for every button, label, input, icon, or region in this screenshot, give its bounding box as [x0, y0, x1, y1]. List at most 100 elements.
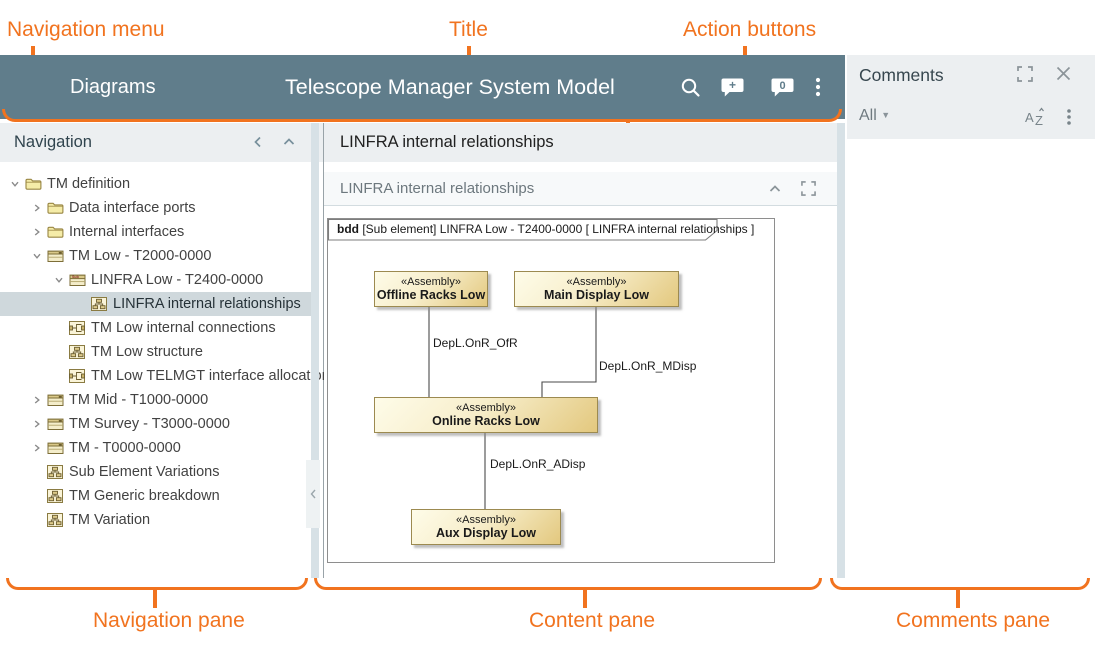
tree-item-label: TM Mid - T1000-0000: [69, 392, 209, 408]
collapse-card-button[interactable]: [767, 181, 783, 197]
annotation-action-buttons: Action buttons: [683, 18, 817, 41]
tree-item[interactable]: Sub Element Variations: [0, 460, 311, 484]
diagram-card-header[interactable]: LINFRA internal relationships: [324, 172, 837, 206]
comments-filter-value: All: [859, 107, 877, 124]
annotation-comments-pane: Comments pane: [896, 609, 1051, 632]
comment-count-badge: 0: [779, 80, 785, 92]
folder-icon: [46, 225, 64, 239]
ibd-icon: [68, 369, 86, 383]
close-icon: [1056, 66, 1071, 81]
tree-item[interactable]: LINFRA internal relationships: [0, 292, 311, 316]
tree-item[interactable]: Data interface ports: [0, 196, 311, 220]
annotation-bracket-content-pane: [314, 578, 822, 590]
fullscreen-icon: [1017, 66, 1033, 82]
annotation-title: Title: [449, 18, 488, 41]
tree-item[interactable]: TM Generic breakdown: [0, 484, 311, 508]
annotation-stem: [956, 590, 960, 608]
tree-item[interactable]: TM Low internal connections: [0, 316, 311, 340]
tree-item[interactable]: TM Mid - T1000-0000: [0, 388, 311, 412]
node-stereotype: «Assembly»: [456, 402, 516, 414]
content-title-strip: LINFRA internal relationships: [324, 123, 837, 162]
comment-count-button[interactable]: 0: [770, 55, 795, 119]
tree-item-label: TM Generic breakdown: [69, 488, 220, 504]
tree-item[interactable]: TM Low TELMGT interface allocations: [0, 364, 337, 388]
comments-pane: Comments All ▼ A Z: [847, 55, 1095, 578]
tree-item-label: TM Low structure: [91, 344, 203, 360]
annotation-navigation-menu: Navigation menu: [7, 18, 165, 41]
content-scrollbar[interactable]: [837, 123, 845, 578]
more-options-button[interactable]: [811, 55, 825, 119]
diagram-node[interactable]: «Assembly»Main Display Low: [514, 271, 679, 307]
tree-item-label: TM Low - T2000-0000: [69, 248, 212, 264]
comments-filter-dropdown[interactable]: All ▼: [859, 107, 890, 125]
diagram-edges: [328, 219, 718, 509]
bdd-icon: [90, 297, 108, 311]
pane-resize-handle[interactable]: [306, 460, 320, 528]
search-icon: [681, 78, 700, 97]
edge-label: DepL.OnR_ADisp: [490, 457, 586, 471]
bdd-icon: [46, 513, 64, 527]
comment-count-icon: 0: [771, 78, 794, 96]
tree-expand-chevron[interactable]: [28, 442, 46, 454]
tree-item[interactable]: Internal interfaces: [0, 220, 311, 244]
tree-item-label: TM - T0000-0000: [69, 440, 181, 456]
tree-item[interactable]: TM - T0000-0000: [0, 436, 311, 460]
fullscreen-icon: [801, 181, 816, 196]
ibd-icon: [68, 321, 86, 335]
tree-expand-chevron[interactable]: [28, 226, 46, 238]
tree-expand-chevron[interactable]: [50, 274, 68, 286]
annotation-content-pane: Content pane: [529, 609, 656, 632]
folder-icon: [46, 201, 64, 215]
block-icon: [46, 393, 64, 407]
svg-text:A: A: [1025, 110, 1034, 125]
tree-item[interactable]: TM definition: [0, 172, 311, 196]
tree-item-label: Sub Element Variations: [69, 464, 220, 480]
subblock-icon: Sub: [68, 273, 86, 287]
comments-pane-header: Comments All ▼ A Z: [847, 55, 1095, 139]
tree-item[interactable]: TM Variation: [0, 508, 311, 532]
node-name: Aux Display Low: [435, 526, 537, 540]
node-stereotype: «Assembly»: [566, 276, 627, 288]
tree-expand-chevron[interactable]: [28, 250, 46, 262]
chevron-right-icon: [34, 228, 40, 236]
diagram-node[interactable]: «Assembly»Aux Display Low: [411, 509, 561, 545]
collapse-pane-button[interactable]: [250, 134, 266, 155]
diagram-node[interactable]: «Assembly»Offline Racks Low: [374, 271, 488, 307]
tree-item-label: Data interface ports: [69, 200, 196, 216]
diagram-node[interactable]: «Assembly»Online Racks Low: [374, 397, 598, 433]
tree-expand-chevron[interactable]: [28, 418, 46, 430]
node-name: Main Display Low: [544, 288, 649, 302]
tree-item[interactable]: TM Low - T2000-0000: [0, 244, 311, 268]
collapse-tree-button[interactable]: [281, 134, 297, 155]
tree-item-label: TM Low internal connections: [91, 320, 276, 336]
chevron-down-icon: [33, 253, 41, 259]
chevron-left-icon: [310, 489, 316, 499]
tree-expand-chevron[interactable]: [28, 202, 46, 214]
dropdown-arrow-icon: ▼: [881, 110, 891, 120]
tree-item[interactable]: TM Survey - T3000-0000: [0, 412, 311, 436]
bdd-diagram[interactable]: bdd [Sub element] LINFRA Low - T2400-000…: [327, 218, 775, 563]
sort-comments-button[interactable]: A Z: [1025, 107, 1047, 127]
node-name: Online Racks Low: [432, 414, 540, 428]
tree-expand-chevron[interactable]: [28, 394, 46, 406]
fullscreen-card-button[interactable]: [801, 181, 816, 196]
tree-item-label: TM Variation: [69, 512, 151, 528]
comments-title: Comments: [859, 65, 944, 85]
annotation-bracket-title-bar: [2, 109, 842, 122]
tree-item-label: TM definition: [47, 176, 131, 192]
chevron-right-icon: [34, 420, 40, 428]
page-title: Telescope Manager System Model: [285, 75, 615, 99]
tree-expand-chevron[interactable]: [6, 178, 24, 190]
add-comment-button[interactable]: +: [720, 55, 745, 119]
diagram-card-title: LINFRA internal relationships: [340, 180, 535, 197]
tree-item[interactable]: TM Low structure: [0, 340, 311, 364]
close-comments-button[interactable]: [1055, 65, 1072, 82]
search-button[interactable]: [679, 55, 702, 119]
expand-comments-button[interactable]: [1017, 66, 1033, 82]
svg-text:Sub: Sub: [72, 275, 80, 279]
comments-more-button[interactable]: [1063, 108, 1075, 126]
navigation-scrollbar[interactable]: [311, 123, 319, 578]
